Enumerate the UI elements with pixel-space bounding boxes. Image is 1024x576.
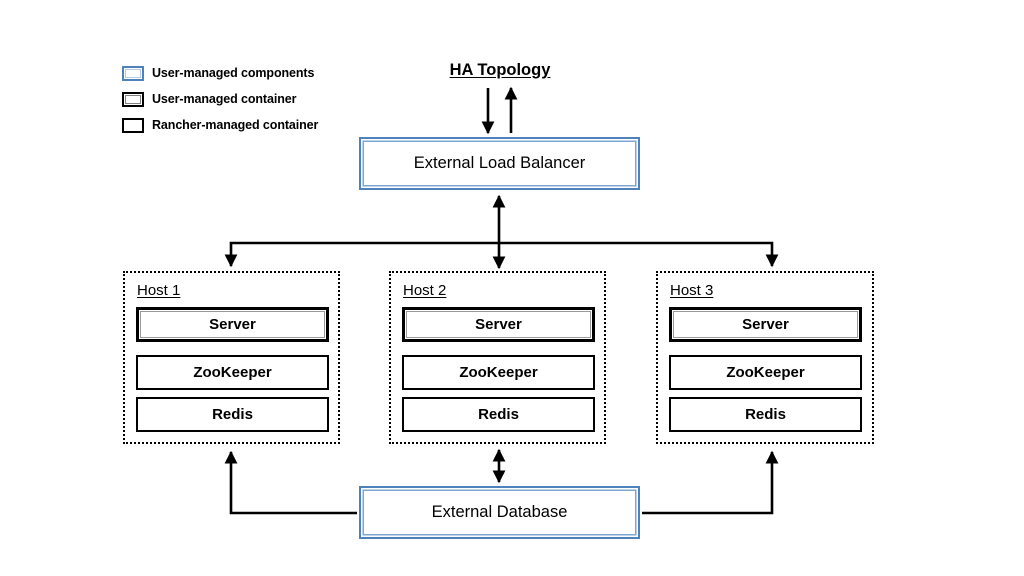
- host-3: Host 3 Server ZooKeeper Redis: [656, 271, 874, 444]
- container-server: Server: [402, 307, 595, 342]
- container-zookeeper: ZooKeeper: [402, 355, 595, 390]
- diagram-title: HA Topology: [449, 61, 551, 79]
- node-external-load-balancer: External Load Balancer: [359, 137, 640, 190]
- node-external-database: External Database: [359, 486, 640, 539]
- legend-swatch-user-managed-components-icon: [122, 65, 144, 81]
- legend-swatch-rancher-managed-container-icon: [122, 117, 144, 133]
- legend-label: User-managed container: [152, 92, 297, 106]
- legend-item-rancher-managed-container: Rancher-managed container: [122, 112, 422, 138]
- host-label: Host 2: [403, 282, 447, 299]
- legend-swatch-user-managed-container-icon: [122, 91, 144, 107]
- node-label: External Load Balancer: [413, 154, 586, 172]
- link-db-to-host1: [224, 450, 357, 515]
- bus-lb-to-host3: [499, 241, 779, 268]
- container-label: Redis: [745, 406, 786, 423]
- host-label: Host 1: [137, 282, 181, 299]
- host-label: Host 3: [670, 282, 714, 299]
- container-redis: Redis: [136, 397, 329, 432]
- container-redis: Redis: [402, 397, 595, 432]
- legend-item-user-managed-container: User-managed container: [122, 86, 422, 112]
- container-label: ZooKeeper: [726, 364, 805, 381]
- container-label: Server: [742, 316, 789, 333]
- host-2: Host 2 Server ZooKeeper Redis: [389, 271, 606, 444]
- legend-item-user-managed-components: User-managed components: [122, 60, 422, 86]
- container-redis: Redis: [669, 397, 862, 432]
- node-label: External Database: [431, 503, 568, 521]
- container-label: ZooKeeper: [193, 364, 272, 381]
- container-label: Server: [475, 316, 522, 333]
- container-label: Redis: [212, 406, 253, 423]
- container-label: Redis: [478, 406, 519, 423]
- legend-label: Rancher-managed container: [152, 118, 319, 132]
- bus-lb-to-host1: [224, 241, 499, 268]
- container-server: Server: [136, 307, 329, 342]
- host-1: Host 1 Server ZooKeeper Redis: [123, 271, 340, 444]
- container-label: Server: [209, 316, 256, 333]
- container-server: Server: [669, 307, 862, 342]
- legend-label: User-managed components: [152, 66, 315, 80]
- container-label: ZooKeeper: [459, 364, 538, 381]
- container-zookeeper: ZooKeeper: [669, 355, 862, 390]
- link-db-to-host3: [642, 450, 779, 515]
- legend: User-managed components User-managed con…: [122, 60, 422, 138]
- container-zookeeper: ZooKeeper: [136, 355, 329, 390]
